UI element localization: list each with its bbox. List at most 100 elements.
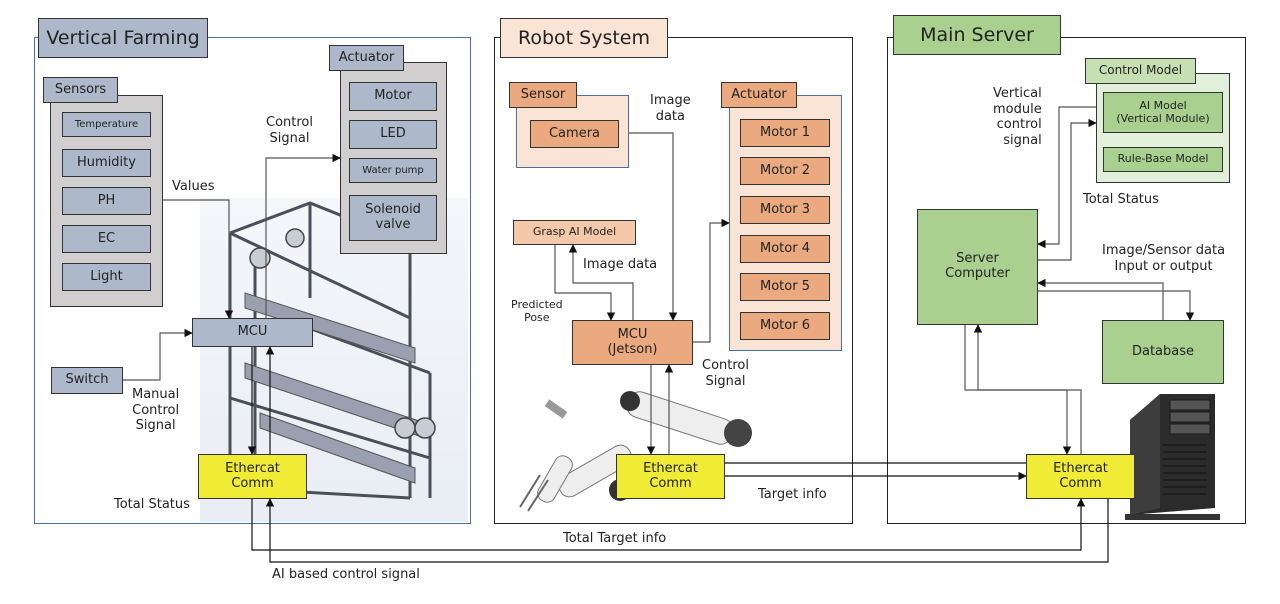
grasp-ai-model: Grasp AI Model [513, 220, 636, 245]
farm-mcu-label: MCU [237, 324, 268, 340]
motor-label: Motor 4 [760, 240, 810, 256]
ethercat-label-line2: Comm [1059, 475, 1102, 491]
sensor-label: Light [90, 268, 123, 284]
label-line: Pose [524, 311, 550, 325]
robot-image-data-top-label: Image data [650, 93, 691, 124]
sensor-label: Temperature [74, 118, 139, 130]
motor-label: Motor 5 [760, 278, 810, 294]
label-line: Predicted [511, 298, 563, 311]
label-line: Control [132, 402, 180, 418]
sensor-temperature: Temperature [62, 112, 151, 137]
robot-motor-1: Motor 1 [740, 119, 830, 147]
robot-sensor-title-text: Sensor [520, 86, 566, 102]
switch-label: Switch [65, 372, 109, 388]
manual-control-signal-label: Manual Control Signal [132, 387, 179, 434]
grasp-ai-model-label: Grasp AI Model [532, 225, 617, 239]
camera-label: Camera [548, 125, 601, 141]
main-server-title-text: Main Server [920, 24, 1034, 46]
label-line: Signal [705, 373, 746, 389]
ai-model-vertical-module: AI Model (Vertical Module) [1103, 92, 1223, 133]
actuator-motor: Motor [349, 82, 437, 111]
label-line: Signal [269, 130, 310, 146]
label-line: Vertical [993, 86, 1042, 101]
label-line: control [996, 117, 1042, 133]
label-line: data [655, 108, 685, 124]
actuator-led: LED [349, 120, 437, 149]
robot-motor-2: Motor 2 [740, 157, 830, 185]
robot-motor-4: Motor 4 [740, 235, 830, 263]
database: Database [1102, 320, 1224, 384]
robot-control-signal-label: Control Signal [702, 358, 749, 389]
vertical-module-control-signal-label: Vertical module control signal [993, 86, 1042, 148]
mcu-label-line1: MCU [617, 326, 648, 342]
values-label: Values [172, 179, 215, 194]
control-model-title-text: Control Model [1098, 63, 1183, 78]
farm-actuator-title: Actuator [329, 45, 404, 71]
robot-actuator-title-text: Actuator [731, 86, 787, 102]
label-line: module [993, 101, 1042, 117]
actuator-label: Water pump [362, 164, 424, 176]
actuator-label: Motor [374, 88, 412, 104]
ethercat-label-line2: Comm [649, 475, 692, 491]
farm-total-status-label: Total Status [114, 497, 190, 512]
server-ethercat-comm: Ethercat Comm [1026, 454, 1135, 499]
robot-motor-6: Motor 6 [740, 312, 830, 340]
actuator-solenoid-valve: Solenoid valve [349, 195, 437, 241]
camera: Camera [530, 120, 619, 148]
robot-mcu-jetson: MCU (Jetson) [572, 320, 693, 365]
switch: Switch [51, 367, 123, 394]
motor-label: Motor 2 [760, 162, 810, 178]
farm-actuator-title-text: Actuator [338, 49, 395, 65]
rule-base-model-label: Rule-Base Model [1117, 152, 1209, 166]
label-line: Control [266, 115, 313, 130]
robot-ethercat-comm: Ethercat Comm [616, 454, 725, 499]
ethercat-label-line1: Ethercat [1053, 460, 1108, 476]
sensor-label: Humidity [77, 154, 136, 170]
sensor-ec: EC [62, 225, 151, 253]
vertical-farming-title-text: Vertical Farming [46, 27, 200, 49]
predicted-pose-label: Predicted Pose [511, 298, 563, 324]
motor-label: Motor 3 [760, 201, 810, 217]
vertical-farming-title: Vertical Farming [38, 18, 208, 58]
motor-label: Motor 1 [760, 124, 810, 140]
robot-system-title-text: Robot System [518, 27, 650, 49]
ethercat-label-line1: Ethercat [643, 460, 698, 476]
sensor-humidity: Humidity [62, 149, 151, 177]
sensors-title: Sensors [43, 77, 118, 103]
label-line: Image [650, 93, 691, 108]
farm-ethercat-comm: Ethercat Comm [198, 454, 307, 499]
farm-control-signal-label: Control Signal [266, 115, 313, 146]
server-total-status-label: Total Status [1083, 192, 1159, 207]
label-line: (Vertical Module) [1116, 111, 1210, 125]
sensors-title-text: Sensors [54, 81, 107, 97]
label-line: Input or output [1114, 258, 1213, 274]
label-line: Computer [945, 266, 1010, 281]
robot-image-data-label: Image data [583, 257, 658, 272]
control-model-title: Control Model [1085, 58, 1196, 84]
farm-mcu: MCU [192, 318, 313, 347]
label-line: Server [956, 251, 999, 267]
ethercat-label-line1: Ethercat [225, 460, 280, 476]
actuator-label: LED [380, 126, 406, 142]
label-line: Control [702, 358, 749, 373]
mcu-label-line2: (Jetson) [607, 341, 658, 357]
main-server-title: Main Server [893, 15, 1061, 55]
rule-base-model: Rule-Base Model [1103, 147, 1223, 172]
image-sensor-data-label: Image/Sensor data Input or output [1102, 243, 1225, 274]
server-computer: Server Computer [917, 209, 1038, 325]
actuator-water-pump: Water pump [349, 158, 437, 183]
label-line: Image/Sensor data [1102, 243, 1226, 258]
server-tower-illustration [1115, 390, 1225, 525]
label-line: AI Model [1139, 98, 1187, 112]
robot-sensor-title: Sensor [509, 82, 577, 108]
label-line: Signal [135, 418, 176, 434]
robot-actuator-title: Actuator [721, 82, 797, 108]
sensor-label: PH [97, 192, 116, 208]
robot-motor-5: Motor 5 [740, 273, 830, 301]
actuator-label: Solenoid valve [365, 202, 421, 232]
label-line: signal [1003, 132, 1042, 148]
sensor-ph: PH [62, 187, 151, 215]
ai-based-control-signal-label: AI based control signal [272, 567, 420, 582]
sensor-light: Light [62, 263, 151, 291]
label-line: Manual [132, 387, 180, 402]
